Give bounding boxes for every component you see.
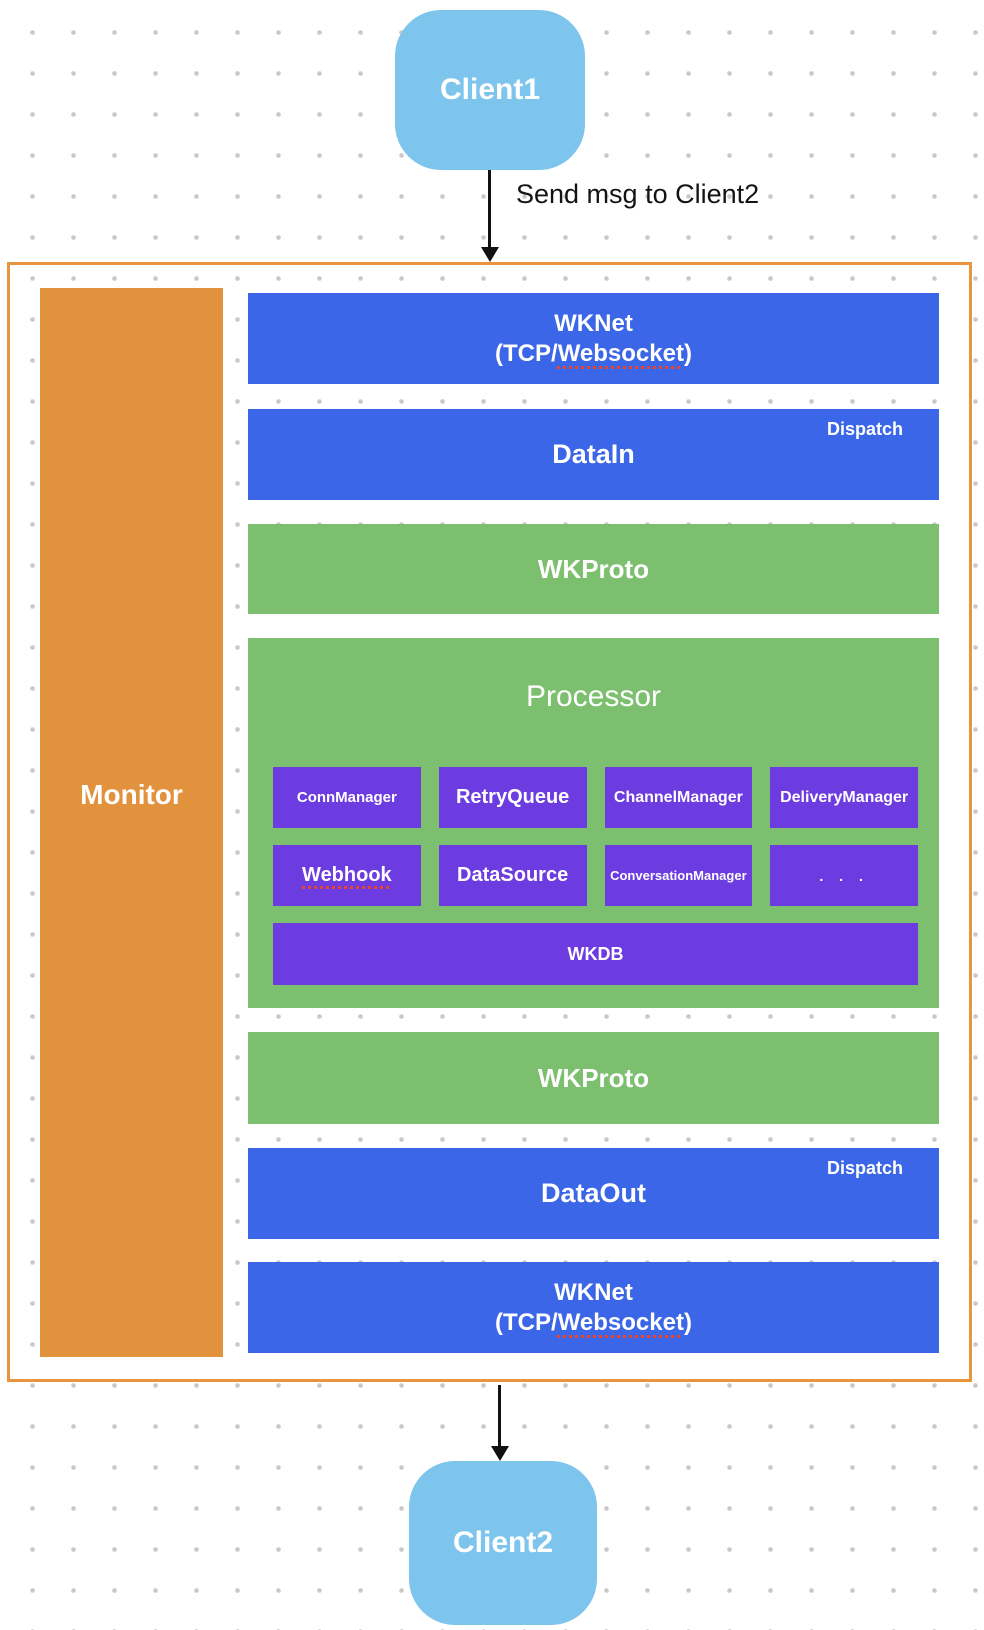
layer-wknet-top-label: WKNet (TCP/Websocket) [495,309,692,369]
layer-wknet-bottom: WKNet (TCP/Websocket) [248,1262,939,1353]
node-client2: Client2 [409,1461,597,1625]
module-connmanager: ConnManager [273,767,421,828]
node-client1: Client1 [395,10,585,170]
processor-title: Processor [525,680,662,713]
module-wkdb: WKDB [273,923,918,985]
arrow-label-send-msg: Send msg to Client2 [516,179,760,209]
arrow-server-to-client2-head [491,1446,509,1461]
module-deliverymanager: DeliveryManager [770,767,918,828]
module-ellipsis: . . . [770,845,918,906]
node-client1-label: Client1 [439,73,541,106]
layer-wkproto-upper: WKProto [248,524,939,614]
wknet-line1: WKNet [554,1278,633,1306]
websocket-underlined-word: Websocket [557,339,684,367]
layer-datain: Dispatch DataIn [248,409,939,500]
dataout-dispatch-label: Dispatch [826,1158,903,1178]
layer-dataout: Dispatch DataOut [248,1148,939,1239]
layer-datain-label: DataIn [552,439,635,469]
wknet-line1: WKNet [554,309,633,337]
processor-module-row-1: ConnManager RetryQueue ChannelManager De… [273,767,918,828]
arrow-client1-to-server-line [488,170,491,247]
module-channelmanager: ChannelManager [604,767,753,828]
layer-wkproto-lower-label: WKProto [537,1062,650,1093]
websocket-underlined-word: Websocket [557,1308,684,1336]
layer-processor: Processor ConnManager RetryQueue Channel… [248,638,939,1008]
node-monitor-label: Monitor [80,778,183,810]
wknet-line2: (TCP/Websocket) [495,1308,692,1336]
node-client2-label: Client2 [452,1526,554,1559]
wknet-line2: (TCP/Websocket) [495,339,692,367]
module-webhook: Webhook [273,845,421,906]
arrow-client1-to-server-head [481,247,499,262]
layer-wkproto-upper-label: WKProto [537,553,650,584]
layer-dataout-label: DataOut [540,1178,646,1208]
module-datasource: DataSource [438,845,587,906]
node-monitor: Monitor [40,288,223,1357]
datain-dispatch-label: Dispatch [826,419,903,439]
arrow-server-to-client2-line [498,1385,501,1446]
processor-module-row-2: Webhook DataSource ConversationManager .… [273,845,918,906]
module-conversationmanager: ConversationManager [604,845,753,906]
server-container: Monitor WKNet (TCP/Websocket) Dispatch D… [7,262,972,1382]
layer-wkproto-lower: WKProto [248,1032,939,1124]
layer-wknet-top: WKNet (TCP/Websocket) [248,293,939,384]
module-retryqueue: RetryQueue [438,767,587,828]
layer-wknet-bottom-label: WKNet (TCP/Websocket) [495,1278,692,1338]
